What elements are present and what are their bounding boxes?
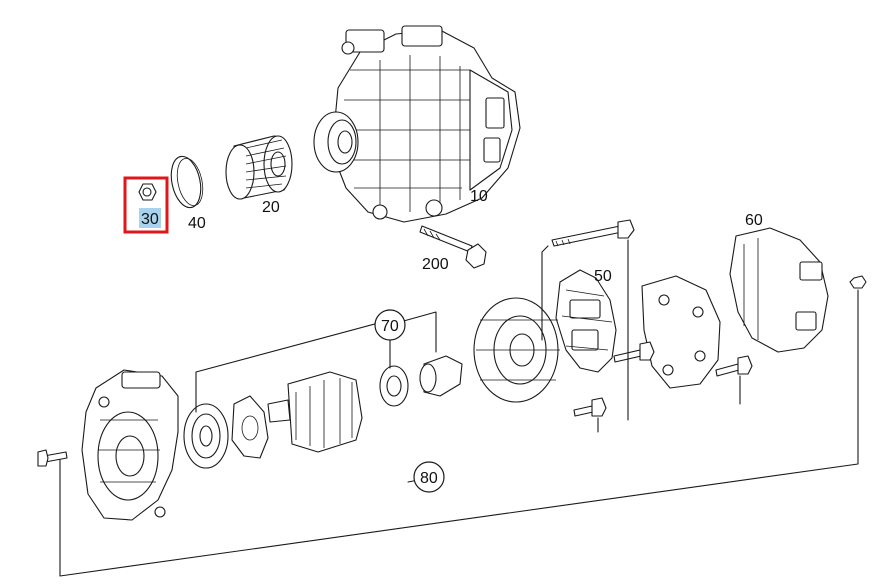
part-30-nut[interactable]: [123, 176, 169, 234]
label-10[interactable]: 10: [470, 188, 488, 205]
part-70-slip-ring[interactable]: [419, 355, 463, 397]
part-20-pulley[interactable]: [225, 135, 293, 200]
label-60[interactable]: 60: [745, 212, 763, 229]
screw-left[interactable]: [37, 449, 68, 467]
selection-label-highlight: [139, 208, 161, 228]
part-70-bearing-rear[interactable]: [379, 365, 409, 407]
through-bolt[interactable]: [551, 219, 635, 247]
label-80[interactable]: 80: [420, 470, 438, 487]
label-40[interactable]: 40: [188, 215, 206, 232]
part-50-regulator[interactable]: [555, 269, 617, 373]
label-20[interactable]: 20: [262, 199, 280, 216]
screw-a[interactable]: [613, 341, 655, 363]
selection-box: [123, 176, 169, 234]
screw-c[interactable]: [573, 397, 607, 417]
label-50[interactable]: 50: [594, 268, 612, 285]
front-housing[interactable]: [81, 369, 179, 521]
part-40-cap[interactable]: [167, 154, 207, 211]
label-70[interactable]: 70: [381, 318, 399, 335]
callout-lines: [59, 239, 859, 577]
label-30[interactable]: 30: [141, 211, 159, 228]
callout-70[interactable]: [374, 309, 406, 341]
bearing-front[interactable]: [183, 403, 229, 469]
nut-right[interactable]: [849, 275, 867, 289]
label-200[interactable]: 200: [422, 256, 449, 273]
rectifier[interactable]: [641, 275, 721, 389]
callout-80[interactable]: [413, 461, 445, 493]
rotor[interactable]: [267, 371, 363, 453]
part-200-bolt[interactable]: [419, 225, 487, 269]
part-10-alternator[interactable]: [313, 25, 521, 223]
retaining-plate[interactable]: [231, 395, 269, 459]
stator[interactable]: [473, 297, 560, 403]
screw-b[interactable]: [715, 355, 753, 377]
part-60-rear-cover[interactable]: [729, 227, 829, 353]
